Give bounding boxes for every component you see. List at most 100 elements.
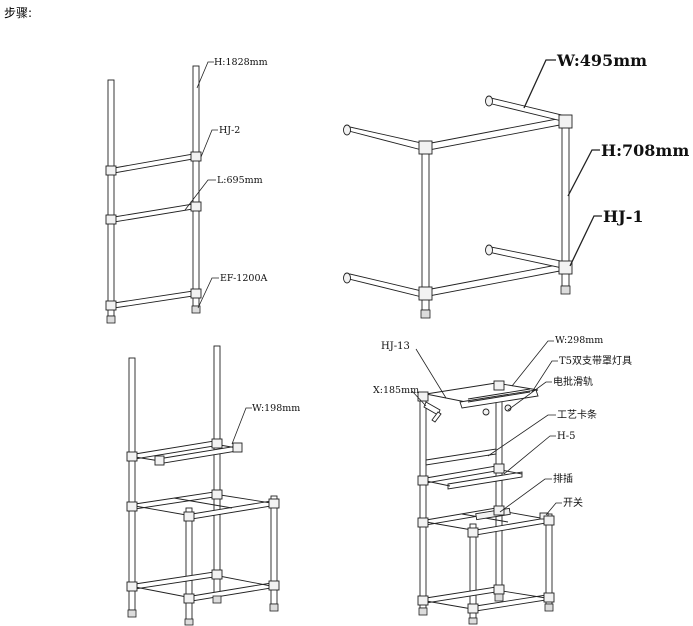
step4-joint (467, 527, 479, 538)
step3-foot (269, 603, 279, 612)
step2-top-arm-left (343, 126, 427, 151)
step3-joint (211, 489, 223, 500)
step3-bottom-rail (134, 571, 215, 590)
step4-shelf-arm (425, 480, 451, 487)
step1-length-label: L:695mm (217, 175, 263, 186)
step3-mid-rail (134, 491, 215, 510)
step4-joint (543, 515, 555, 526)
step2-width-label: W:495mm (556, 51, 647, 70)
step3-foot (184, 618, 194, 626)
step3-joint (154, 455, 165, 466)
leader-line (569, 215, 602, 267)
step1-foot (191, 305, 201, 314)
step3-foot (212, 595, 222, 604)
step2-end-cap (343, 272, 351, 284)
leader-line (567, 149, 600, 197)
step4-x-brace (431, 411, 442, 423)
step1-base-label: EF-1200A (220, 273, 267, 284)
step4-joint (493, 584, 505, 595)
step4-width-label: W:298mm (555, 335, 603, 346)
step1-left-post (107, 79, 115, 317)
step4-foot (468, 617, 478, 625)
leader-line (197, 277, 219, 309)
leader-line (499, 478, 552, 513)
leader-line (503, 435, 556, 475)
step4-bottom-rail (475, 594, 547, 612)
step3-joint (183, 511, 195, 522)
leader-line (415, 348, 447, 399)
step3-joint (268, 498, 280, 509)
step4-joint (417, 595, 429, 606)
step2-corner-joint (418, 286, 433, 301)
step3-joint (211, 438, 223, 449)
step1-joint (190, 201, 202, 212)
leader-line (511, 340, 554, 387)
step1-joint (105, 300, 117, 311)
step4-joint-label: HJ-13 (381, 341, 410, 352)
step2-end-cap (485, 244, 493, 256)
leader-line (523, 59, 556, 109)
leader-line (545, 502, 562, 516)
step2-bottom-long-rail (425, 263, 566, 297)
step3-joint (183, 593, 195, 604)
step3-joint (232, 442, 243, 453)
step3-joint (211, 569, 223, 580)
step4-foot (494, 593, 504, 602)
step4-tall-post-right (495, 383, 503, 595)
step4-foot (544, 603, 554, 612)
step4-foot (418, 607, 428, 616)
step3-tall-post-right (213, 345, 221, 597)
step3-mid-arm (134, 505, 193, 517)
step1-foot (106, 315, 116, 324)
step3-joint (268, 580, 280, 591)
step2-bottom-arm-right (487, 246, 567, 269)
step4-card-rail (425, 448, 497, 466)
step4-joint (417, 517, 429, 528)
step2-joint-label: HJ-1 (603, 207, 643, 226)
step4-bottom-rail (425, 586, 497, 604)
step4-tall-post-left (419, 393, 427, 609)
leader-line (200, 129, 218, 158)
step2-corner-joint (418, 140, 433, 155)
step3-joint (126, 501, 138, 512)
step4-shelf-rail (447, 471, 523, 490)
step4-table-arm (425, 521, 473, 531)
leader-line (531, 360, 558, 393)
step4-joint (493, 505, 505, 516)
step1-joint-label: HJ-2 (219, 125, 240, 136)
step1-joint (105, 165, 117, 176)
step4-table-rail (475, 517, 547, 536)
step2-post-front (421, 147, 430, 311)
step1-joint (105, 214, 117, 225)
leader-line (507, 381, 552, 411)
step3-joint (126, 451, 138, 462)
step2-bottom-arm-left (344, 273, 427, 298)
leader-line (231, 407, 252, 445)
step4-short-post-back (545, 513, 553, 605)
step4-lamp-tube (467, 388, 531, 400)
step4-joint (493, 380, 505, 391)
step4-bottom-arm (425, 600, 473, 610)
step4-x-label: X:185mm (373, 385, 419, 396)
step4-lamp-label: T5双支带罩灯具 (559, 355, 632, 367)
step2-corner-joint (558, 260, 573, 275)
step2-width-frame (343, 59, 602, 319)
leader-line (184, 179, 216, 211)
step2-foot (560, 285, 571, 295)
step3-width-label: W:198mm (252, 403, 300, 414)
step2-end-cap (343, 124, 351, 136)
step4-joint (543, 592, 555, 603)
step4-joint (417, 391, 429, 402)
step2-top-long-rail (425, 117, 566, 151)
step2-foot (420, 309, 431, 319)
step4-top-frame (425, 382, 539, 403)
leader-line (487, 414, 556, 457)
step4-joint (417, 475, 429, 486)
step2-end-cap (485, 95, 493, 107)
step3-mid-divider (173, 497, 233, 509)
step4-socket-label: 排插 (553, 472, 573, 485)
step4-card-label: 工艺卡条 (557, 408, 597, 421)
step3-bottom-arm (134, 586, 193, 599)
step1-side-frame (105, 61, 219, 324)
